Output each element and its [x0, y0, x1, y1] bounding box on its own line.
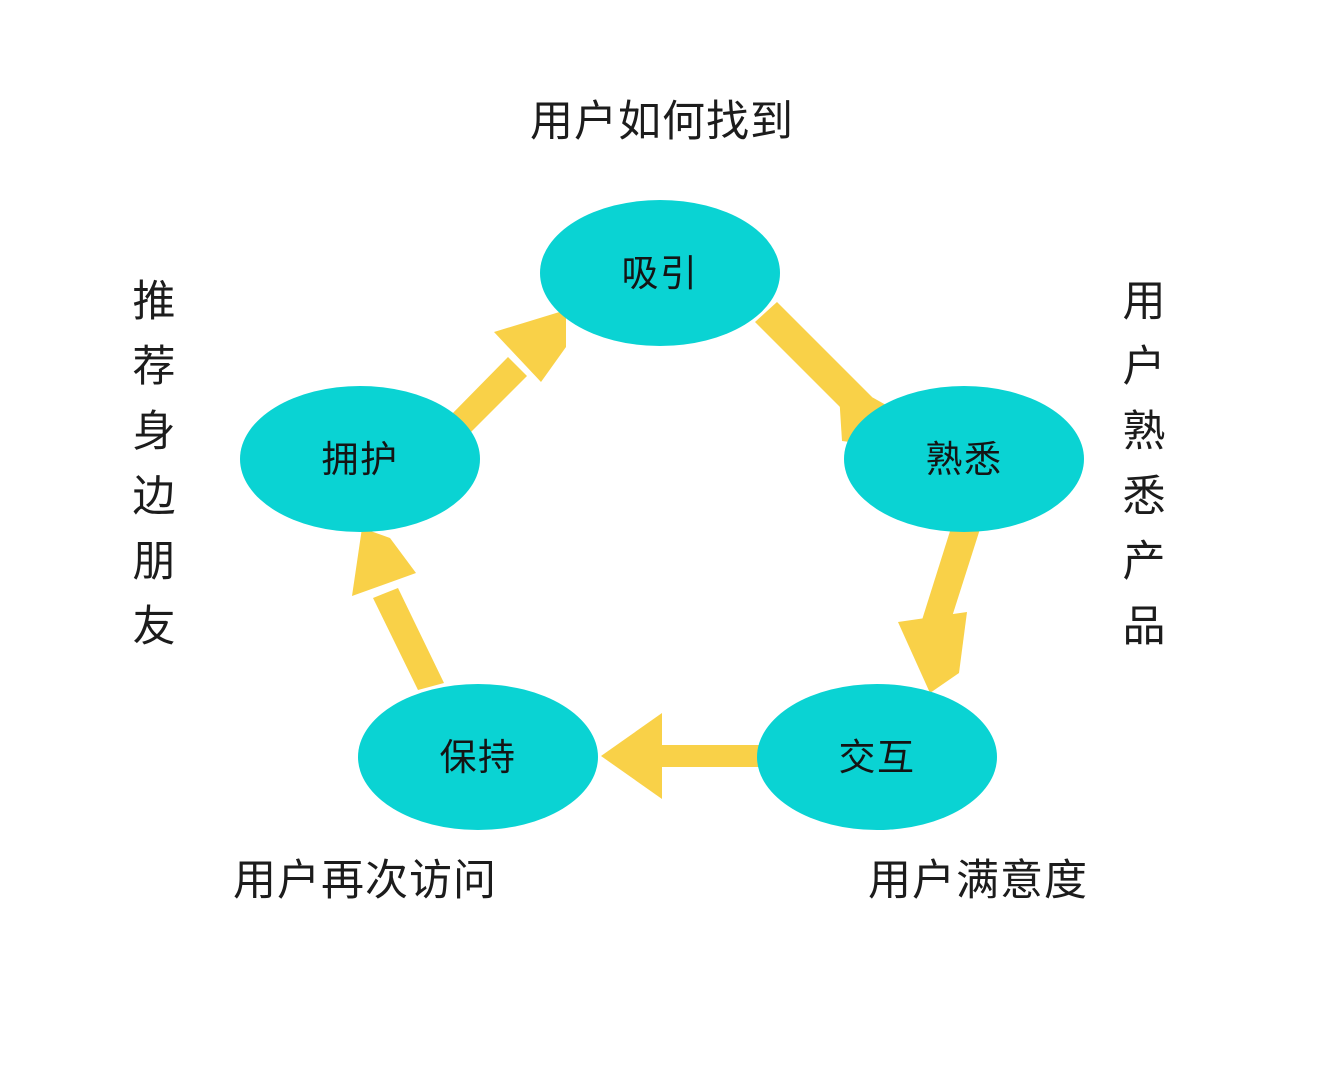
node-familiar[interactable]: 熟悉 — [844, 386, 1084, 532]
edge-interact-to-retain — [601, 713, 777, 799]
annotation-left: 推荐身边朋友 — [126, 278, 174, 668]
node-ellipse[interactable] — [540, 200, 780, 346]
edge-shaft — [448, 357, 527, 436]
node-label: 熟悉 — [926, 439, 1003, 480]
node-ellipse[interactable] — [358, 684, 598, 830]
edge-shaft — [916, 528, 980, 645]
arrow-head-icon — [601, 713, 662, 799]
edge-retain-to-advocate — [352, 528, 444, 690]
arrow-head-icon — [494, 310, 566, 382]
edge-shaft — [373, 588, 444, 690]
node-interact[interactable]: 交互 — [757, 684, 997, 830]
node-label: 交互 — [839, 737, 916, 778]
node-ellipse[interactable] — [240, 386, 480, 532]
node-label: 保持 — [440, 737, 517, 778]
edge-advocate-to-attract — [448, 310, 566, 436]
node-ellipse[interactable] — [757, 684, 997, 830]
arrow-head-icon — [898, 612, 967, 693]
annotation-right: 用户熟悉产品 — [1116, 278, 1164, 668]
annotation-bottom-left: 用户再次访问 — [233, 857, 497, 905]
node-group: 吸引 熟悉 交互 保持 拥护 — [240, 200, 1084, 830]
node-label: 吸引 — [622, 253, 699, 294]
node-advocate[interactable]: 拥护 — [240, 386, 480, 532]
node-attract[interactable]: 吸引 — [540, 200, 780, 346]
node-retain[interactable]: 保持 — [358, 684, 598, 830]
arrow-head-icon — [352, 528, 416, 596]
node-ellipse[interactable] — [844, 386, 1084, 532]
annotation-bottom-right: 用户满意度 — [868, 857, 1088, 905]
edge-shaft — [655, 745, 777, 767]
edge-familiar-to-interact — [898, 528, 980, 693]
node-label: 拥护 — [322, 439, 399, 480]
annotation-top: 用户如何找到 — [530, 98, 794, 146]
edge-group — [352, 302, 980, 799]
